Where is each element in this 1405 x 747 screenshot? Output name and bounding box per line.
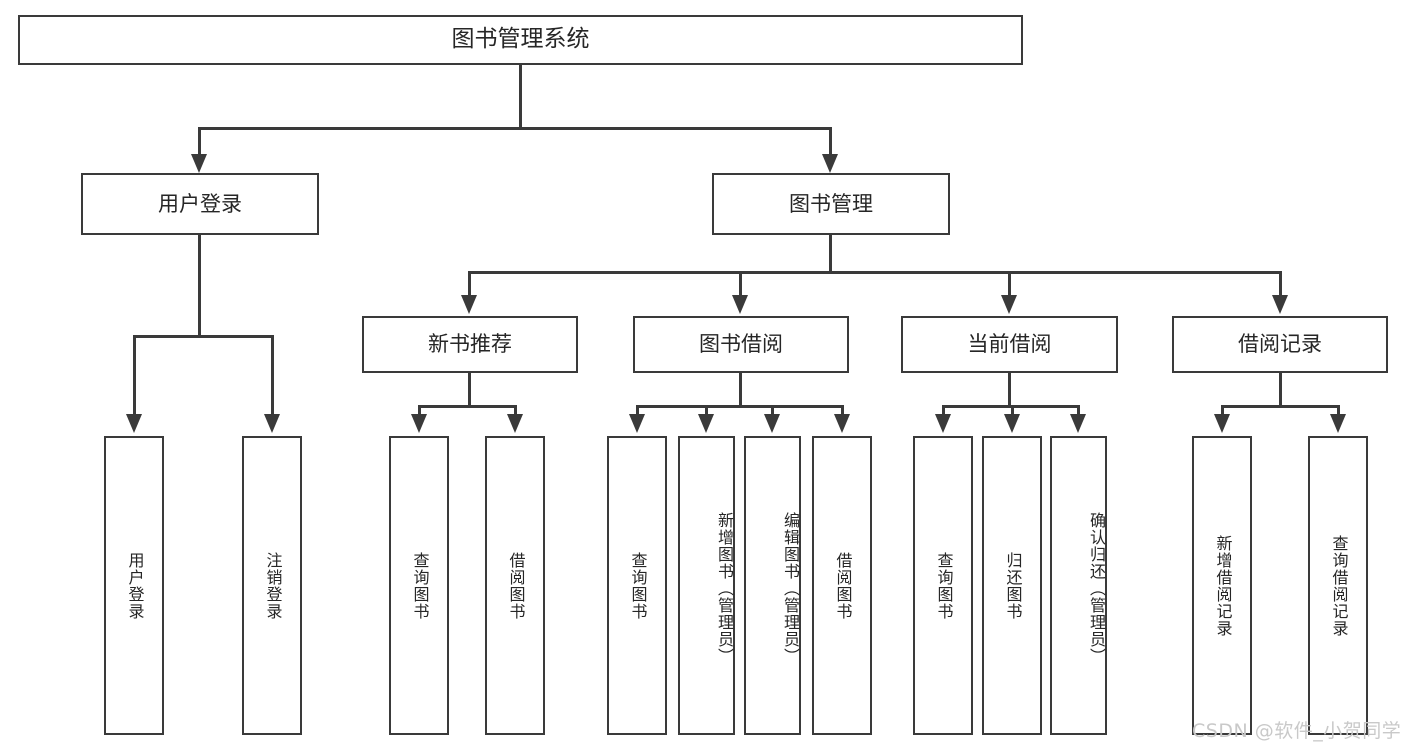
node-leaf-query-book-2[interactable]: 查询图书 xyxy=(607,436,667,735)
node-label: 借阅图书 xyxy=(833,551,853,620)
csdn-watermark: CSDN @软件_小贺同学 xyxy=(1192,720,1402,742)
edge-root-to-user-login xyxy=(198,127,201,157)
node-root-system[interactable]: 图书管理系统 xyxy=(18,15,1023,65)
node-label: 借阅图书 xyxy=(506,551,526,620)
edge-borrow-record-drop-2 xyxy=(1337,405,1340,417)
edge-user-login-drop-2 xyxy=(271,335,274,417)
edge-new-book-drop-2 xyxy=(514,405,517,417)
node-label: 图书管理系统 xyxy=(451,26,590,53)
node-leaf-add-book-admin[interactable]: 新增图书（管理员） xyxy=(678,436,735,735)
node-current-borrow[interactable]: 当前借阅 xyxy=(901,316,1118,373)
node-leaf-query-book-1[interactable]: 查询图书 xyxy=(389,436,449,735)
edge-current-borrow-drop-3 xyxy=(1077,405,1080,417)
node-leaf-borrow-book-1[interactable]: 借阅图书 xyxy=(485,436,545,735)
node-user-login[interactable]: 用户登录 xyxy=(81,173,319,235)
node-label: 查询图书 xyxy=(410,551,430,620)
edge-current-borrow-drop-2 xyxy=(1011,405,1014,417)
edge-new-book-drop-1 xyxy=(418,405,421,417)
node-leaf-user-login[interactable]: 用户登录 xyxy=(104,436,164,735)
edge-book-borrow-drop-3 xyxy=(771,405,774,417)
arrow-to-book-manage xyxy=(822,154,838,173)
edge-book-borrow-drop-1 xyxy=(636,405,639,417)
node-new-book-recommend[interactable]: 新书推荐 xyxy=(362,316,578,373)
edge-book-manage-bus xyxy=(468,271,1280,274)
edge-book-manage-trunk xyxy=(829,235,832,271)
edge-user-login-trunk xyxy=(198,235,201,335)
node-book-manage[interactable]: 图书管理 xyxy=(712,173,950,235)
arrow-leaf-add-book-admin xyxy=(698,414,714,433)
edge-root-to-book-manage xyxy=(829,127,832,157)
edge-book-borrow-drop-4 xyxy=(841,405,844,417)
node-label: 查询图书 xyxy=(628,551,648,620)
arrow-borrow-record xyxy=(1272,295,1288,314)
node-label: 用户登录 xyxy=(158,191,242,216)
edge-root-trunk xyxy=(519,65,522,127)
arrow-leaf-query-borrow-record xyxy=(1330,414,1346,433)
node-label: 图书借阅 xyxy=(699,332,783,357)
edge-book-manage-drop-1 xyxy=(468,271,471,297)
arrow-leaf-query-book-2 xyxy=(629,414,645,433)
node-label: 借阅记录 xyxy=(1238,332,1322,357)
node-borrow-record[interactable]: 借阅记录 xyxy=(1172,316,1388,373)
arrow-leaf-confirm-return xyxy=(1070,414,1086,433)
edge-root-bus xyxy=(198,127,832,130)
edge-current-borrow-trunk xyxy=(1008,373,1011,405)
arrow-book-borrow xyxy=(732,295,748,314)
edge-new-book-bus xyxy=(418,405,517,408)
node-label: 查询借阅记录 xyxy=(1329,534,1349,637)
node-leaf-borrow-book-2[interactable]: 借阅图书 xyxy=(812,436,872,735)
node-label: 确认归还（管理员） xyxy=(1087,512,1106,665)
edge-borrow-record-drop-1 xyxy=(1221,405,1224,417)
edge-book-borrow-bus xyxy=(636,405,843,408)
node-label: 查询图书 xyxy=(934,551,954,620)
node-label: 注销登录 xyxy=(263,551,283,620)
node-leaf-edit-book-admin[interactable]: 编辑图书（管理员） xyxy=(744,436,801,735)
node-leaf-logout-login[interactable]: 注销登录 xyxy=(242,436,302,735)
node-leaf-query-borrow-record[interactable]: 查询借阅记录 xyxy=(1308,436,1368,735)
arrow-leaf-add-borrow-record xyxy=(1214,414,1230,433)
edge-borrow-record-bus xyxy=(1221,405,1340,408)
arrow-leaf-return-book xyxy=(1004,414,1020,433)
edge-user-login-bus xyxy=(133,335,274,338)
arrow-leaf-borrow-book-2 xyxy=(834,414,850,433)
node-book-borrow[interactable]: 图书借阅 xyxy=(633,316,849,373)
edge-borrow-record-trunk xyxy=(1279,373,1282,405)
edge-book-borrow-drop-2 xyxy=(705,405,708,417)
edge-new-book-trunk xyxy=(468,373,471,405)
arrow-leaf-query-book-1 xyxy=(411,414,427,433)
arrow-leaf-query-book-3 xyxy=(935,414,951,433)
node-leaf-query-book-3[interactable]: 查询图书 xyxy=(913,436,973,735)
node-label: 新增借阅记录 xyxy=(1213,534,1233,637)
arrow-leaf-borrow-book-1 xyxy=(507,414,523,433)
node-label: 用户登录 xyxy=(125,551,145,620)
node-label: 新书推荐 xyxy=(428,332,512,357)
arrow-new-book-recommend xyxy=(461,295,477,314)
edge-book-manage-drop-2 xyxy=(739,271,742,297)
arrow-to-user-login xyxy=(191,154,207,173)
node-label: 新增图书（管理员） xyxy=(715,512,734,665)
edge-current-borrow-drop-1 xyxy=(942,405,945,417)
edge-book-manage-drop-3 xyxy=(1008,271,1011,297)
node-leaf-return-book[interactable]: 归还图书 xyxy=(982,436,1042,735)
node-label: 归还图书 xyxy=(1003,551,1023,620)
node-leaf-add-borrow-record[interactable]: 新增借阅记录 xyxy=(1192,436,1252,735)
arrow-leaf-edit-book-admin xyxy=(764,414,780,433)
edge-user-login-drop-1 xyxy=(133,335,136,417)
node-label: 图书管理 xyxy=(789,191,873,216)
node-leaf-confirm-return[interactable]: 确认归还（管理员） xyxy=(1050,436,1107,735)
arrow-leaf-logout-login xyxy=(264,414,280,433)
edge-current-borrow-bus xyxy=(942,405,1079,408)
node-label: 编辑图书（管理员） xyxy=(781,512,800,665)
edge-book-borrow-trunk xyxy=(739,373,742,405)
arrow-leaf-user-login xyxy=(126,414,142,433)
edge-book-manage-drop-4 xyxy=(1279,271,1282,297)
node-label: 当前借阅 xyxy=(967,332,1052,357)
arrow-current-borrow xyxy=(1001,295,1017,314)
